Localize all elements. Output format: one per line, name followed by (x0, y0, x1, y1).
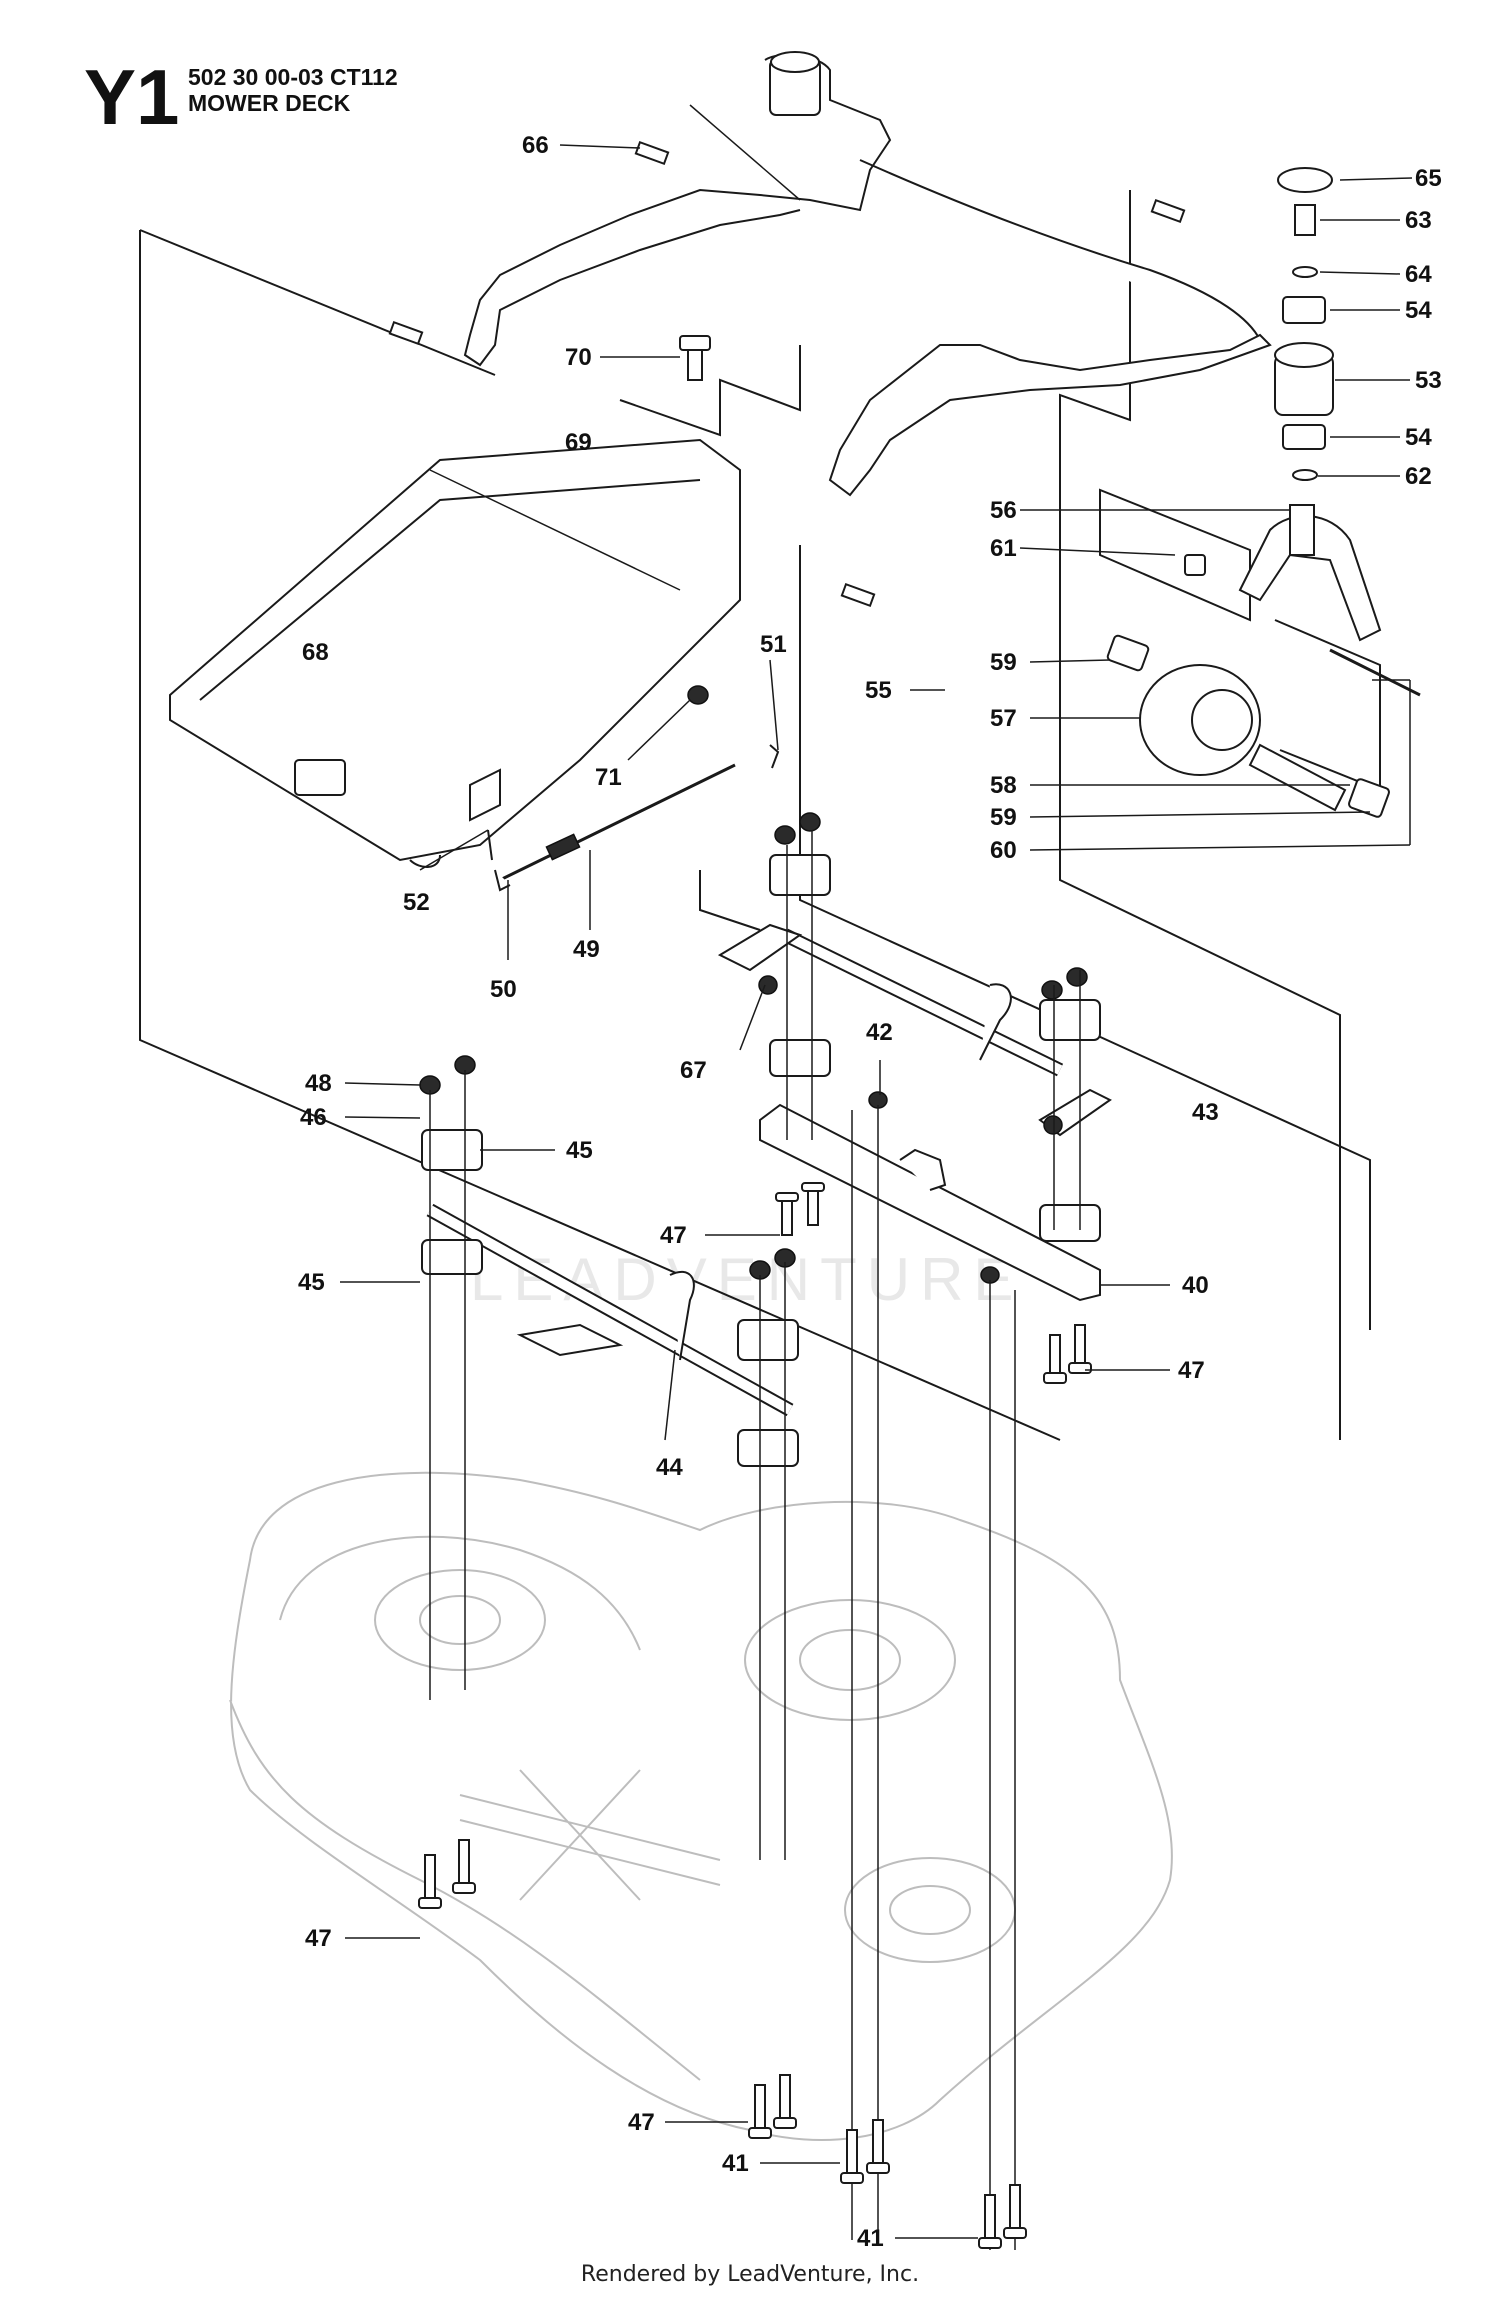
callout-47-left: 47 (305, 1925, 332, 1952)
bearing-blocks (419, 812, 1101, 1467)
callout-49: 49 (573, 936, 600, 963)
upper-lift-frame (463, 51, 1272, 497)
callout-59-upper: 59 (990, 649, 1017, 676)
callout-42: 42 (866, 1019, 893, 1046)
front-bracket-assembly (169, 438, 741, 868)
front-pivot-shaft (426, 1203, 794, 1417)
callout-63: 63 (1405, 207, 1432, 234)
part-number: 502 30 00-03 CT112 (188, 64, 398, 90)
mower-deck-shell (229, 1471, 1173, 2141)
callout-40: 40 (1182, 1272, 1209, 1299)
callout-41-middle: 41 (722, 2150, 749, 2177)
callout-62: 62 (1405, 463, 1432, 490)
callout-45-lower: 45 (298, 1269, 325, 1296)
bolt-axis-lines (429, 104, 1411, 2250)
callout-51: 51 (760, 631, 787, 658)
connecting-rod-assembly (487, 744, 780, 892)
callout-45-upper: 45 (566, 1137, 593, 1164)
callout-60: 60 (990, 837, 1017, 864)
callout-67: 67 (680, 1057, 707, 1084)
callout-labels: 66 65 63 64 54 53 54 62 70 69 56 61 68 5… (298, 132, 1442, 2252)
diagram-code: Y1 (84, 53, 180, 141)
callout-68: 68 (302, 639, 329, 666)
callout-65: 65 (1415, 165, 1442, 192)
callout-61: 61 (990, 535, 1017, 562)
callout-54-upper: 54 (1405, 297, 1432, 324)
callout-50: 50 (490, 976, 517, 1003)
callout-70: 70 (565, 344, 592, 371)
diagram-title: MOWER DECK (188, 90, 351, 116)
callout-leaders (340, 144, 1413, 2239)
callout-52: 52 (403, 889, 430, 916)
render-credit: Rendered by LeadVenture, Inc. (580, 2262, 920, 2287)
callout-54-lower: 54 (1405, 424, 1432, 451)
callout-56: 56 (990, 497, 1017, 524)
callout-47-right: 47 (1178, 1357, 1205, 1384)
callout-44: 44 (656, 1454, 683, 1481)
callout-53: 53 (1415, 367, 1442, 394)
callout-59-lower: 59 (990, 804, 1017, 831)
callout-41-bottom: 41 (857, 2225, 884, 2252)
callout-64: 64 (1405, 261, 1432, 288)
callout-57: 57 (990, 705, 1017, 732)
callout-47-bottom: 47 (628, 2109, 655, 2136)
callout-47-middle: 47 (660, 1222, 687, 1249)
callout-66: 66 (522, 132, 549, 159)
callout-43: 43 (1192, 1099, 1219, 1126)
caster-wheel-assembly (1106, 167, 1421, 818)
callout-69: 69 (565, 429, 592, 456)
center-mounting-bar (759, 1103, 1101, 1302)
callout-48: 48 (305, 1070, 332, 1097)
callout-71: 71 (595, 764, 622, 791)
mounting-bolts (388, 140, 1186, 2249)
callout-55: 55 (865, 677, 892, 704)
callout-58: 58 (990, 772, 1017, 799)
callout-46: 46 (300, 1104, 327, 1131)
